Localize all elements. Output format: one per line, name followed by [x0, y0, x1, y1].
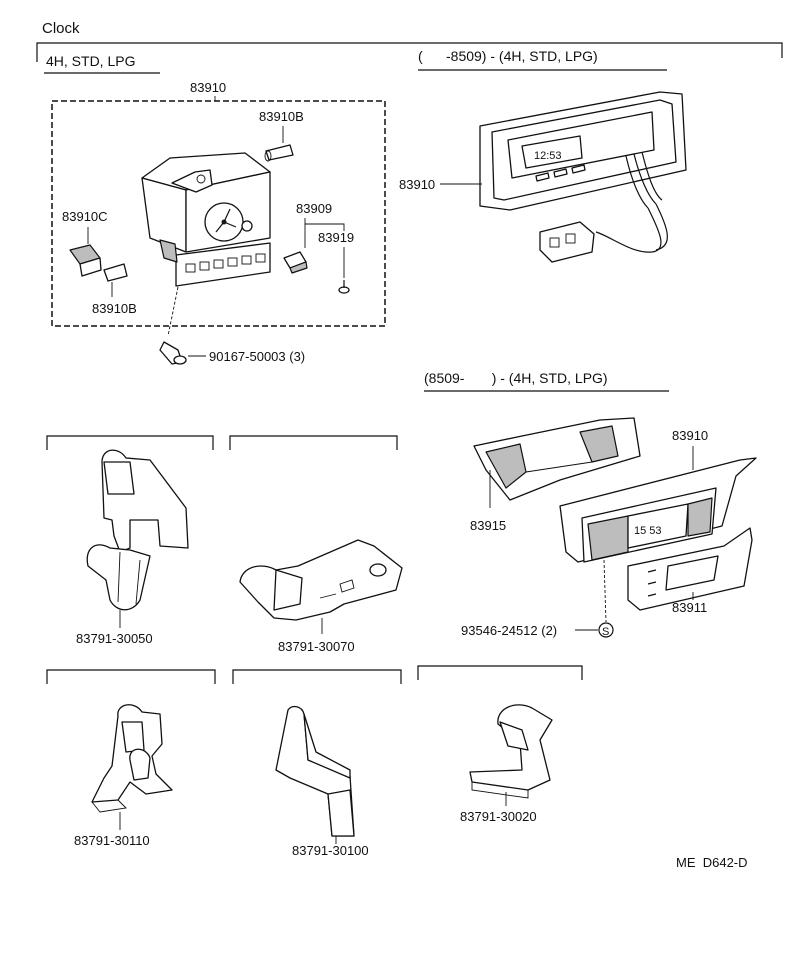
label-83910c: 83910C — [62, 209, 108, 224]
section-before-header: ( -8509) - (4H, STD, LPG) — [418, 48, 598, 64]
clamp-83791-30020 — [469, 704, 553, 799]
bracket-83915 — [473, 417, 641, 501]
socket-83910c — [69, 244, 102, 277]
bezel-83910-after: 15 53 — [559, 457, 757, 563]
label-83910-before: 83910 — [399, 177, 435, 192]
label-83791-30070: 83791-30070 — [278, 639, 355, 654]
bracket-30020 — [417, 665, 583, 680]
leader-83909 — [304, 218, 345, 231]
bracket-30100 — [232, 669, 402, 684]
bulb-83910b-bottom — [103, 263, 128, 282]
screw-symbol-s: S — [602, 626, 609, 638]
section-std-header: 4H, STD, LPG — [46, 53, 135, 69]
bracket-30050 — [46, 435, 214, 450]
label-83910-assembly: 83910 — [190, 80, 226, 95]
top-frame — [36, 42, 783, 62]
bulb-83909 — [283, 251, 308, 274]
label-83911: 83911 — [672, 600, 707, 615]
diagram-title: Clock — [42, 20, 80, 37]
label-83910-after: 83910 — [672, 428, 708, 443]
label-93546-24512: 93546-24512 (2) — [461, 623, 557, 638]
label-83791-30110: 83791-30110 — [74, 833, 150, 848]
after-clock-display: 15 53 — [634, 525, 662, 537]
label-83919: 83919 — [318, 230, 354, 245]
assembly-dashed-box — [51, 100, 386, 327]
section-after-header: (8509- ) - (4H, STD, LPG) — [424, 370, 608, 386]
panel-83911 — [627, 527, 753, 611]
bracket-30070 — [229, 435, 398, 450]
label-83791-30100: 83791-30100 — [292, 843, 369, 858]
label-83910b-top: 83910B — [259, 109, 304, 124]
clamp-83791-30110 — [91, 704, 173, 813]
clamp-83791-30100 — [275, 705, 355, 837]
label-83791-30050: 83791-30050 — [76, 631, 153, 646]
label-83909: 83909 — [296, 201, 332, 216]
clamp-83791-30050 — [86, 449, 189, 611]
label-83791-30020: 83791-30020 — [460, 809, 537, 824]
digital-clock-before: 12:53 — [479, 91, 687, 263]
label-83910b-bottom: 83910B — [92, 301, 137, 316]
clamp-83791-30070 — [239, 539, 403, 621]
screw-90167 — [159, 341, 187, 365]
label-83915: 83915 — [470, 518, 506, 533]
clock-time-display: 12:53 — [534, 150, 562, 162]
screw-symbol-circle — [598, 622, 614, 638]
footer-code: ME D642-D — [676, 855, 748, 870]
bulb-83910b-top — [264, 144, 294, 162]
screw-83919 — [338, 280, 350, 294]
bracket-30110 — [46, 669, 216, 684]
label-90167-50003: 90167-50003 (3) — [209, 349, 305, 364]
analog-clock-unit — [141, 152, 271, 287]
